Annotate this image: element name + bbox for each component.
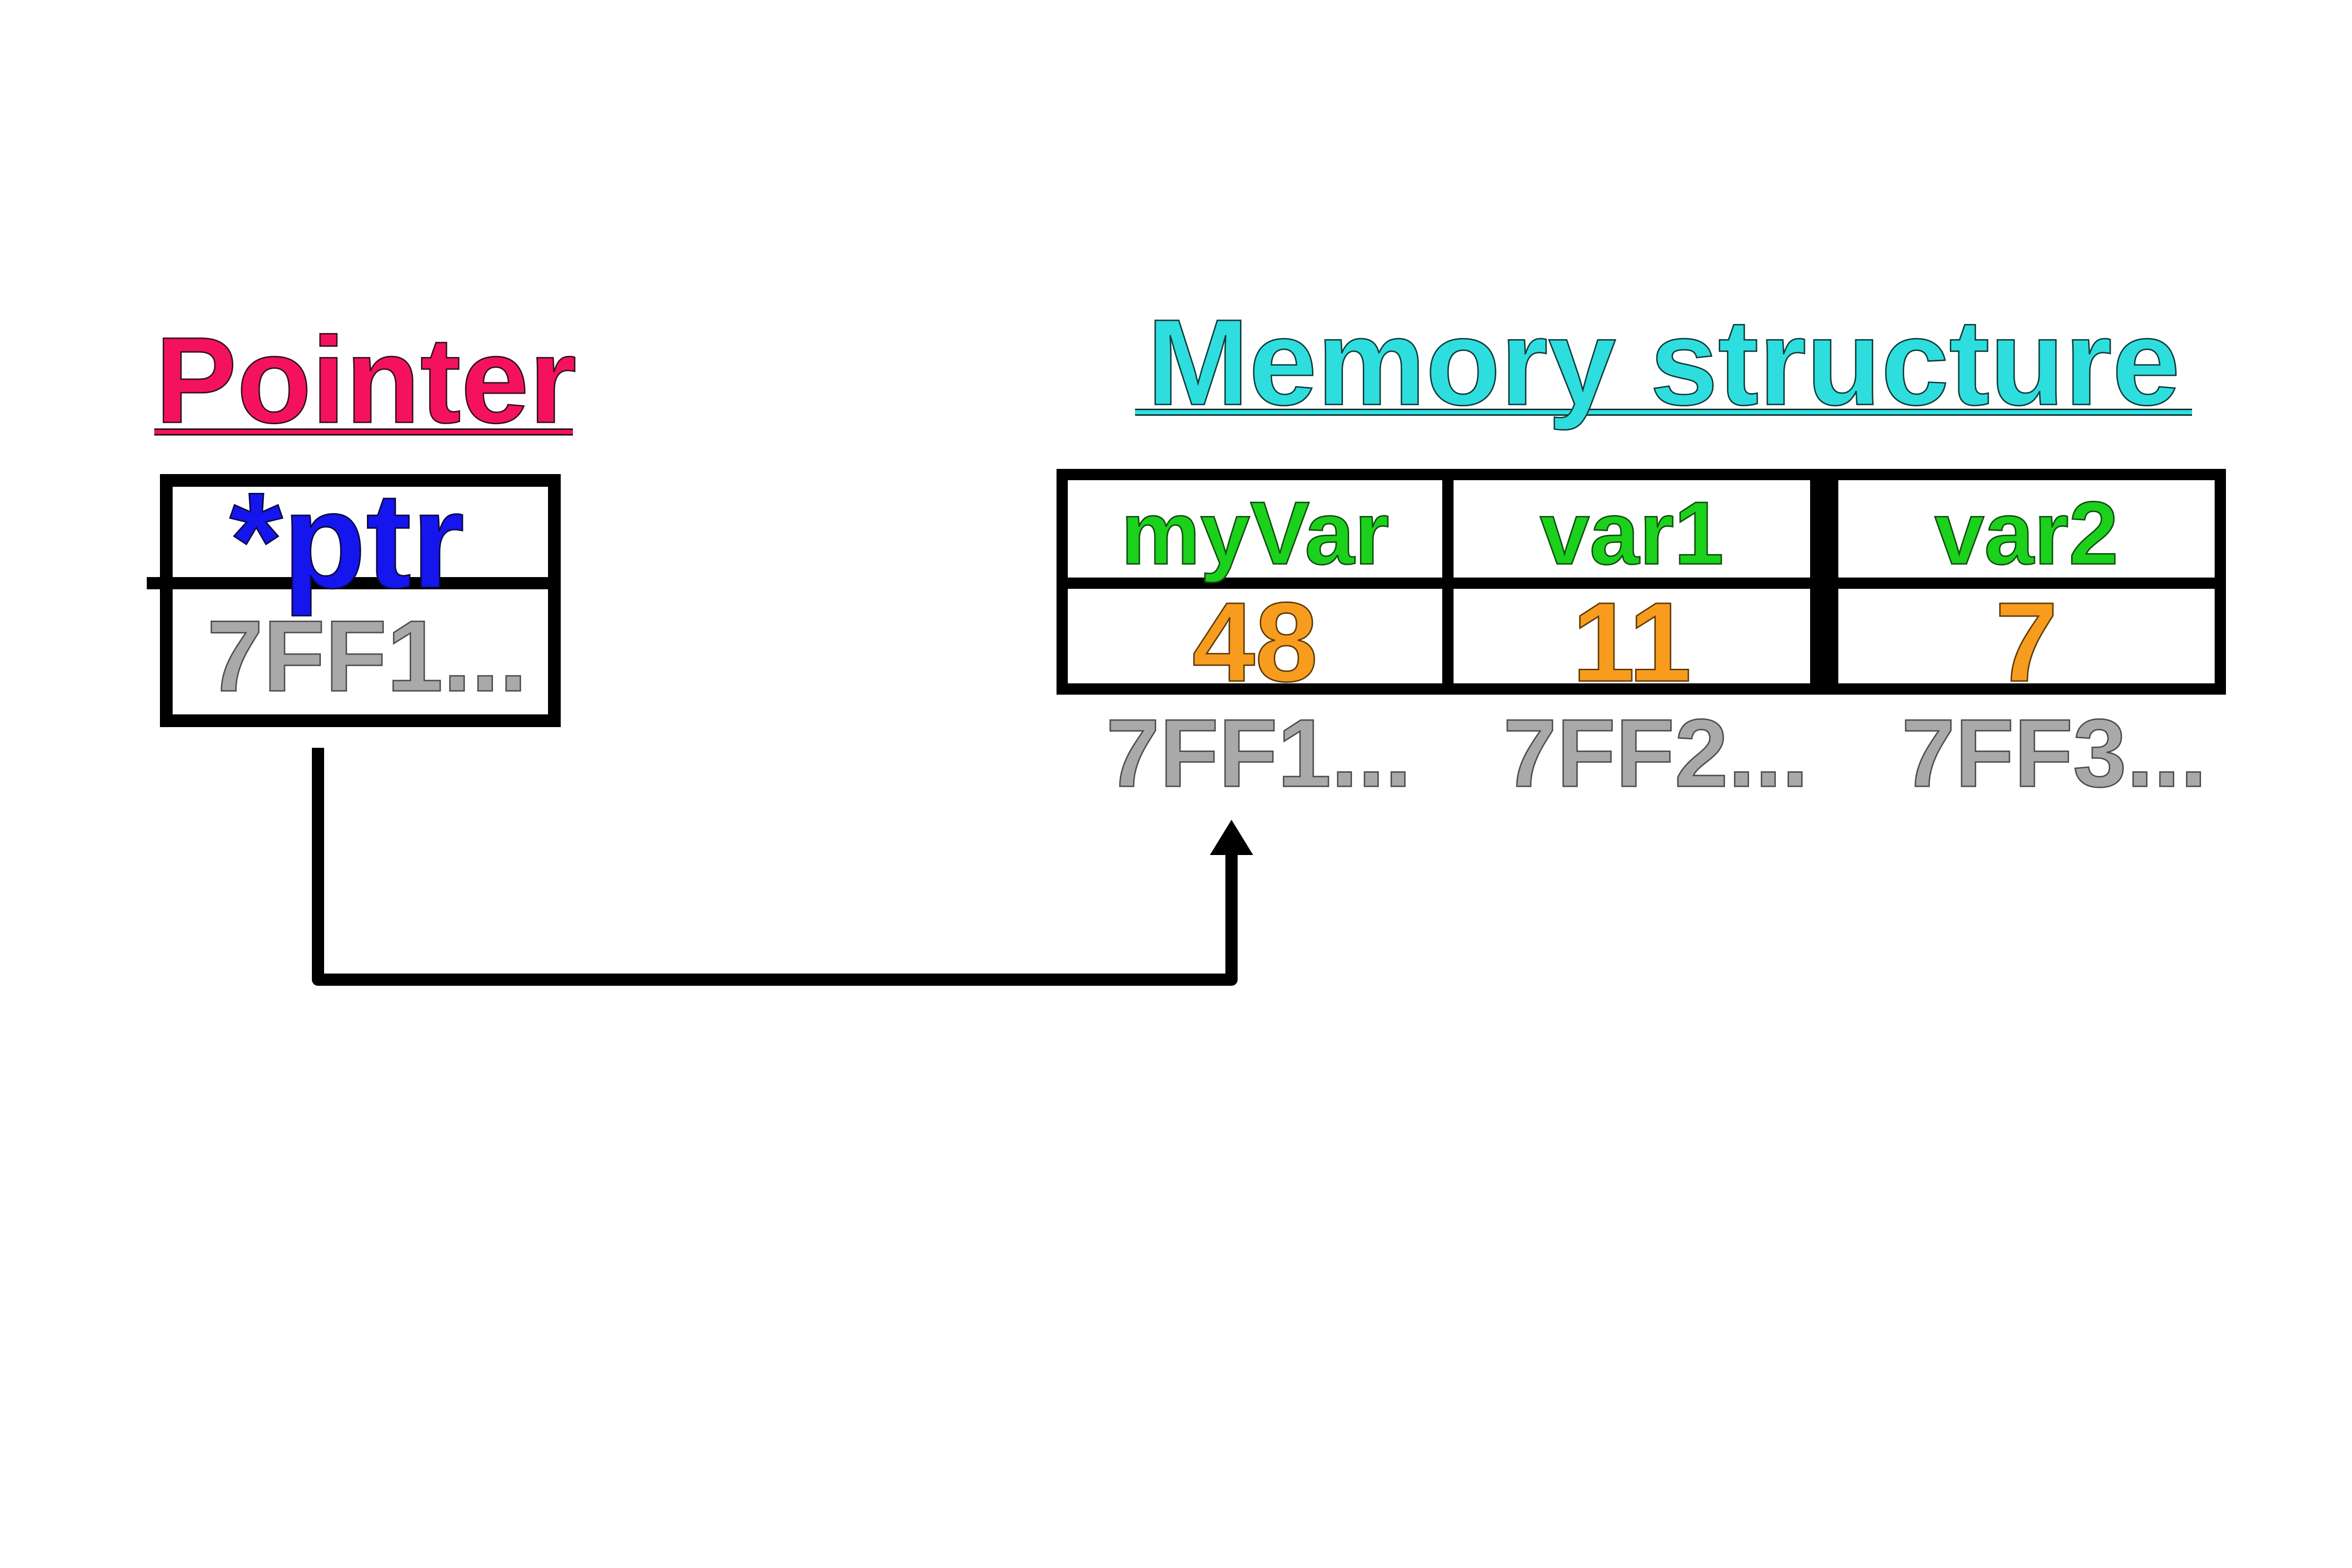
memory-table: myVar var1 var2 48 11 7: [1057, 469, 2226, 699]
memory-address-var2: 7FF3...: [1901, 699, 2208, 807]
variable-value-label: 11: [1572, 578, 1692, 705]
memory-structure-title: Memory structure: [1146, 294, 2181, 431]
variable-value-label: 48: [1192, 578, 1319, 705]
memory-address-myvar: 7FF1...: [1105, 699, 1412, 807]
memory-cell-value-var2: 7: [1838, 585, 2215, 699]
memory-cell-value-var1: 11: [1454, 585, 1810, 699]
memory-structure-title-underline: [1135, 409, 2192, 416]
memory-address-var1: 7FF2...: [1502, 699, 1809, 807]
memory-cell-name-myvar: myVar: [1068, 480, 1442, 578]
variable-name-label: myVar: [1120, 483, 1390, 583]
pointer-variable-box: [160, 474, 561, 727]
pointer-value-cell: 7FF1...: [206, 599, 528, 713]
memory-cell-name-var2: var2: [1838, 480, 2215, 578]
arrow-head-icon: [1210, 820, 1253, 855]
variable-name-label: var2: [1934, 483, 2119, 583]
pointer-name-cell: *ptr: [229, 464, 465, 617]
variable-name-label: var1: [1539, 483, 1724, 583]
pointer-box-divider: [169, 577, 551, 589]
memory-cell-value-myvar: 48: [1068, 585, 1442, 699]
variable-value-label: 7: [1994, 578, 2058, 705]
memory-cell-name-var1: var1: [1454, 480, 1810, 578]
pointer-title-underline: [154, 428, 573, 436]
arrow-line: [312, 748, 1238, 986]
pointer-box-divider-tick: [147, 577, 163, 589]
pointer-title: Pointer: [155, 312, 578, 449]
